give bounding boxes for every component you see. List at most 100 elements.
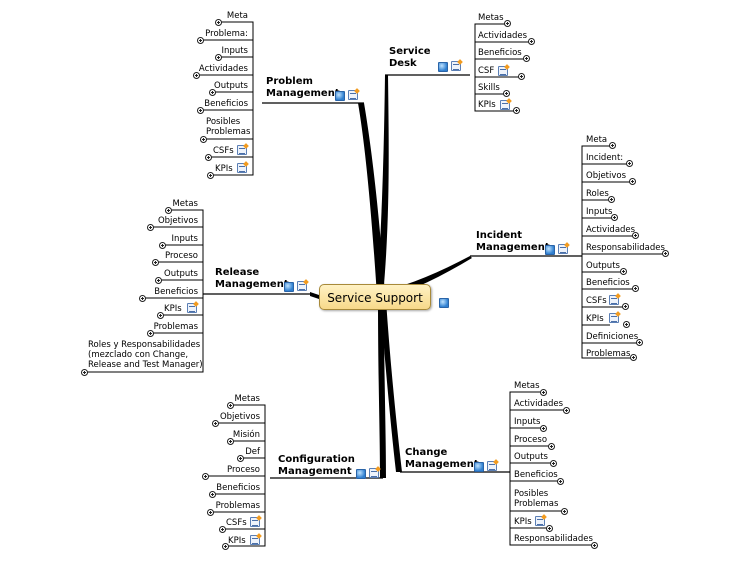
expand-icon[interactable] — [155, 277, 162, 284]
expand-icon[interactable] — [227, 402, 234, 409]
notes-icon[interactable] — [535, 516, 545, 526]
topic-problemas[interactable]: Problemas — [215, 501, 260, 511]
expand-icon[interactable] — [147, 224, 154, 231]
expand-icon[interactable] — [630, 354, 637, 361]
expand-icon[interactable] — [237, 455, 244, 462]
topic-csfs[interactable]: CSFs — [226, 518, 247, 528]
topic-actividades[interactable]: Actividades — [586, 225, 636, 235]
topic-beneficios[interactable]: Beneficios — [216, 483, 260, 493]
expand-icon[interactable] — [159, 242, 166, 249]
expand-icon[interactable] — [197, 37, 204, 44]
expand-icon[interactable] — [209, 491, 216, 498]
expand-icon[interactable] — [152, 259, 159, 266]
topic-kpis[interactable]: KPIs — [514, 517, 532, 527]
expand-icon[interactable] — [632, 232, 639, 239]
notes-icon[interactable] — [609, 295, 619, 305]
topic-outputs[interactable]: Outputs — [214, 81, 248, 91]
expand-icon[interactable] — [139, 295, 146, 302]
notes-icon[interactable] — [250, 517, 260, 527]
branch-configuration-management[interactable]: Configuration Management — [278, 454, 355, 478]
topic-roles-responsabilidades[interactable]: Roles y Responsabilidades (mezclado con … — [88, 340, 203, 370]
expand-icon[interactable] — [546, 525, 553, 532]
topic-posibles-problemas[interactable]: Posibles Problemas — [514, 489, 558, 509]
hyperlink-icon[interactable] — [438, 62, 448, 72]
topic-meta[interactable]: Meta — [226, 11, 248, 21]
expand-icon[interactable] — [157, 312, 164, 319]
expand-icon[interactable] — [165, 207, 172, 214]
expand-icon[interactable] — [540, 425, 547, 432]
expand-icon[interactable] — [147, 330, 154, 337]
topic-proceso[interactable]: Proceso — [514, 435, 548, 445]
expand-icon[interactable] — [632, 285, 639, 292]
notes-icon[interactable] — [558, 244, 568, 254]
expand-icon[interactable] — [215, 54, 222, 61]
topic-inputs[interactable]: Inputs — [586, 207, 613, 217]
notes-icon[interactable] — [237, 163, 247, 173]
topic-metas[interactable]: Metas — [478, 13, 504, 23]
expand-icon[interactable] — [503, 90, 510, 97]
topic-inputs[interactable]: Inputs — [221, 46, 248, 56]
expand-icon[interactable] — [611, 214, 618, 221]
notes-icon[interactable] — [451, 61, 461, 71]
topic-beneficios[interactable]: Beneficios — [154, 287, 198, 297]
topic-outputs[interactable]: Outputs — [164, 269, 198, 279]
expand-icon[interactable] — [207, 509, 214, 516]
expand-icon[interactable] — [219, 526, 226, 533]
topic-beneficios[interactable]: Beneficios — [478, 48, 522, 58]
expand-icon[interactable] — [662, 250, 669, 257]
topic-meta[interactable]: Meta — [586, 135, 608, 145]
expand-icon[interactable] — [222, 543, 229, 550]
topic-roles[interactable]: Roles — [586, 189, 609, 199]
topic-outputs[interactable]: Outputs — [514, 452, 548, 462]
expand-icon[interactable] — [550, 460, 557, 467]
notes-icon[interactable] — [609, 313, 619, 323]
expand-icon[interactable] — [609, 142, 616, 149]
topic-proceso[interactable]: Proceso — [226, 465, 260, 475]
notes-icon[interactable] — [369, 468, 379, 478]
topic-beneficios[interactable]: Beneficios — [204, 99, 248, 109]
topic-kpis[interactable]: KPIs — [215, 164, 233, 174]
topic-csfs[interactable]: CSFs — [213, 146, 234, 156]
central-topic[interactable]: Service Support — [319, 284, 431, 310]
topic-incident[interactable]: Incident: — [586, 153, 624, 163]
expand-icon[interactable] — [200, 136, 207, 143]
branch-incident-management[interactable]: Incident Management — [476, 230, 550, 254]
topic-beneficios[interactable]: Beneficios — [586, 278, 630, 288]
topic-problema[interactable]: Problema: — [205, 29, 248, 39]
topic-beneficios[interactable]: Beneficios — [514, 470, 558, 480]
topic-metas[interactable]: Metas — [172, 199, 198, 209]
notes-icon[interactable] — [500, 100, 510, 110]
notes-icon[interactable] — [348, 90, 358, 100]
expand-icon[interactable] — [518, 73, 525, 80]
expand-icon[interactable] — [557, 478, 564, 485]
notes-icon[interactable] — [250, 535, 260, 545]
topic-kpis[interactable]: KPIs — [164, 304, 182, 314]
expand-icon[interactable] — [620, 268, 627, 275]
topic-def[interactable]: Def — [245, 447, 260, 457]
expand-icon[interactable] — [548, 443, 555, 450]
topic-proceso[interactable]: Proceso — [164, 251, 198, 261]
topic-kpis[interactable]: KPIs — [586, 314, 604, 324]
topic-definiciones[interactable]: Definiciones — [586, 332, 639, 342]
expand-icon[interactable] — [629, 178, 636, 185]
topic-actividades[interactable]: Actividades — [514, 399, 564, 409]
expand-icon[interactable] — [205, 154, 212, 161]
topic-metas[interactable]: Metas — [514, 381, 540, 391]
expand-icon[interactable] — [622, 303, 629, 310]
expand-icon[interactable] — [504, 20, 511, 27]
expand-icon[interactable] — [81, 369, 88, 376]
expand-icon[interactable] — [197, 107, 204, 114]
hyperlink-icon[interactable] — [439, 298, 449, 308]
topic-actividades[interactable]: Actividades — [478, 31, 528, 41]
topic-posibles-problemas[interactable]: Posibles Problemas — [206, 117, 250, 137]
expand-icon[interactable] — [626, 160, 633, 167]
topic-mision[interactable]: Misión — [232, 430, 260, 440]
expand-icon[interactable] — [608, 196, 615, 203]
expand-icon[interactable] — [215, 19, 222, 26]
topic-responsabilidades[interactable]: Responsabilidades — [586, 243, 665, 253]
topic-objetivos[interactable]: Objetivos — [219, 412, 260, 422]
topic-problemas[interactable]: Problemas — [586, 349, 631, 359]
hyperlink-icon[interactable] — [474, 462, 484, 472]
hyperlink-icon[interactable] — [545, 245, 555, 255]
notes-icon[interactable] — [498, 66, 508, 76]
